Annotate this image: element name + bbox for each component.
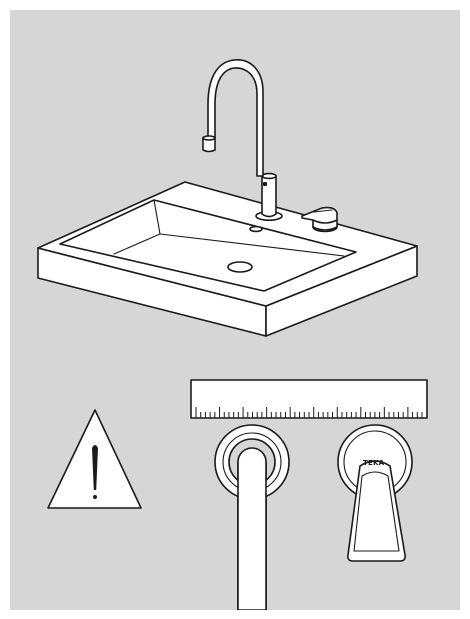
faucet-spout-outlet xyxy=(202,137,216,153)
faucet-body xyxy=(261,175,277,218)
faucet-sensor xyxy=(263,182,267,186)
warning-triangle-icon xyxy=(47,409,142,509)
wall-mixer-lever xyxy=(347,460,406,562)
wall-mounted-spout xyxy=(214,424,290,610)
wall-spout-escutcheon xyxy=(214,424,290,500)
faucet-body-top xyxy=(261,172,277,180)
illustration-panel: TEKA xyxy=(10,10,460,610)
washbasin-with-faucet xyxy=(37,59,418,337)
overflow-slot xyxy=(249,225,263,233)
basin-drain xyxy=(227,261,253,273)
wall-mixer-lever-inner xyxy=(353,471,400,552)
ruler-ticks xyxy=(195,407,423,418)
deck-mixer-lever-edge xyxy=(313,209,333,213)
warning-exclamation-bar xyxy=(92,445,98,490)
wall-mixer-brand-label: TEKA xyxy=(363,459,385,467)
ruler-body xyxy=(190,379,428,419)
warning-exclamation-dot xyxy=(93,495,97,499)
basin-bowl-inner xyxy=(59,199,357,292)
illustration-canvas: TEKA xyxy=(10,10,460,610)
deck-mixer-lever xyxy=(301,206,338,224)
basin-bowl-wall-right xyxy=(159,233,345,257)
wall-mounted-mixer: TEKA xyxy=(337,424,413,562)
wall-spout-elbow xyxy=(237,447,267,610)
faucet-spout-outlet-top xyxy=(202,135,216,141)
measuring-ruler xyxy=(190,379,428,419)
